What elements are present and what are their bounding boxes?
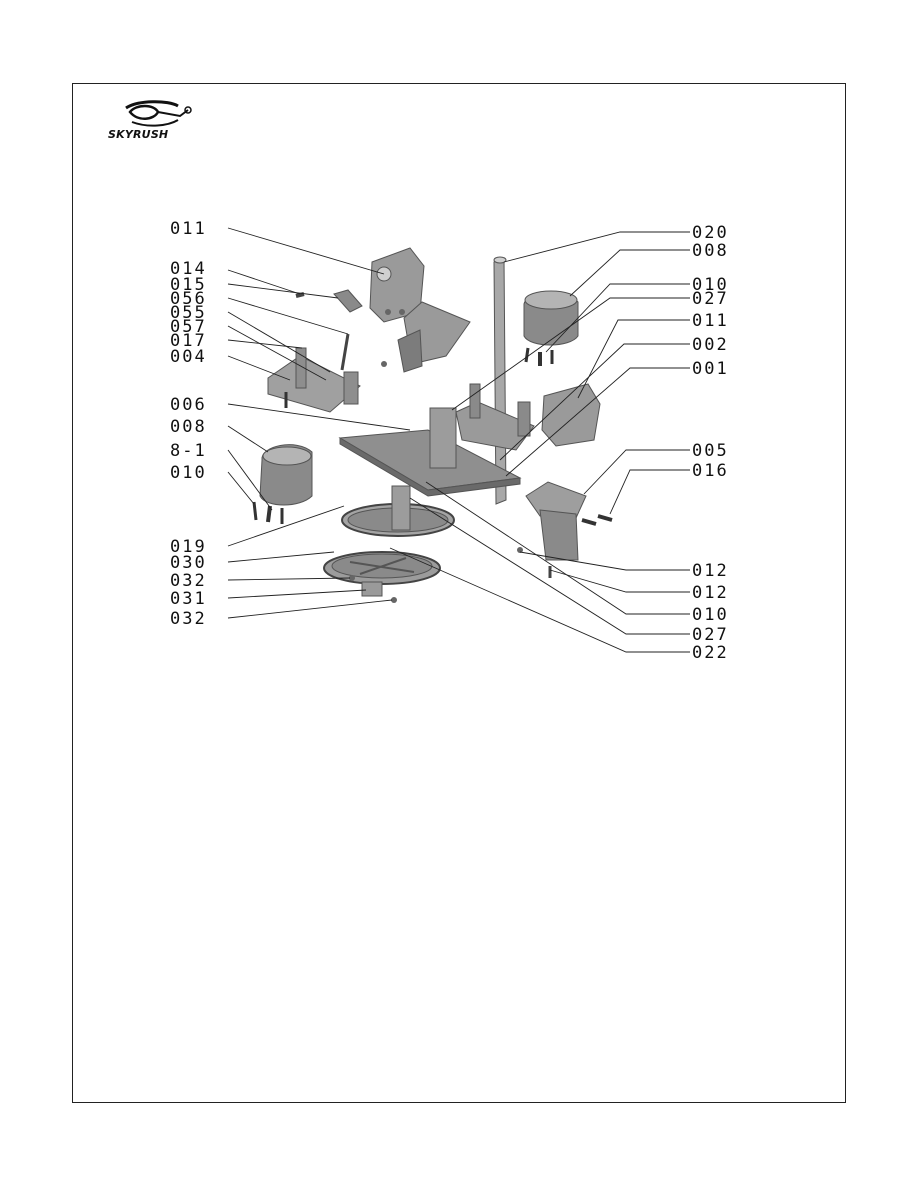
part-label: 022 — [692, 643, 729, 663]
part-label: 002 — [692, 335, 729, 355]
part-label: 001 — [692, 359, 729, 379]
right-part-labels: 020 008 010 027 011 002 001 005 016 012 … — [692, 223, 729, 663]
part-label: 005 — [692, 441, 729, 461]
part-label: 014 — [170, 259, 207, 279]
part-label: 032 — [170, 571, 207, 591]
page-border — [72, 83, 846, 1103]
brand-name: SKYRUSH — [108, 128, 169, 141]
part-label: 008 — [692, 241, 729, 261]
skyrush-logo: SKYRUSH — [108, 98, 198, 148]
part-label: 032 — [170, 609, 207, 629]
part-label: 017 — [170, 331, 207, 351]
part-label: 8-1 — [170, 441, 207, 461]
part-label: 027 — [692, 625, 729, 645]
part-label: 012 — [692, 561, 729, 581]
part-label: 010 — [170, 463, 207, 483]
part-label: 010 — [692, 275, 729, 295]
parts-illustration — [252, 247, 613, 603]
tail-gear — [323, 551, 441, 585]
part-label: 006 — [170, 395, 207, 415]
part-label: 019 — [170, 537, 207, 557]
servo-top — [369, 247, 425, 323]
part-label: 011 — [170, 219, 207, 239]
helicopter-logo-icon — [125, 100, 192, 127]
part-label: 016 — [692, 461, 729, 481]
part-label: 057 — [170, 317, 207, 337]
part-label: 015 — [170, 275, 207, 295]
part-label: 055 — [170, 303, 207, 323]
leader-lines — [227, 227, 690, 653]
part-label: 020 — [692, 223, 729, 243]
main-gear — [341, 485, 455, 537]
motor-right — [523, 290, 579, 366]
part-label: 031 — [170, 589, 207, 609]
part-label: 011 — [692, 311, 729, 331]
part-label: 010 — [692, 605, 729, 625]
part-label: 008 — [170, 417, 207, 437]
part-label: 012 — [692, 583, 729, 603]
part-label: 027 — [692, 289, 729, 309]
motor-left — [252, 444, 313, 524]
left-part-labels: 011 014 015 056 055 057 017 004 006 008 … — [170, 219, 207, 629]
part-label: 030 — [170, 553, 207, 573]
part-label: 004 — [170, 347, 207, 367]
part-label: 056 — [170, 289, 207, 309]
